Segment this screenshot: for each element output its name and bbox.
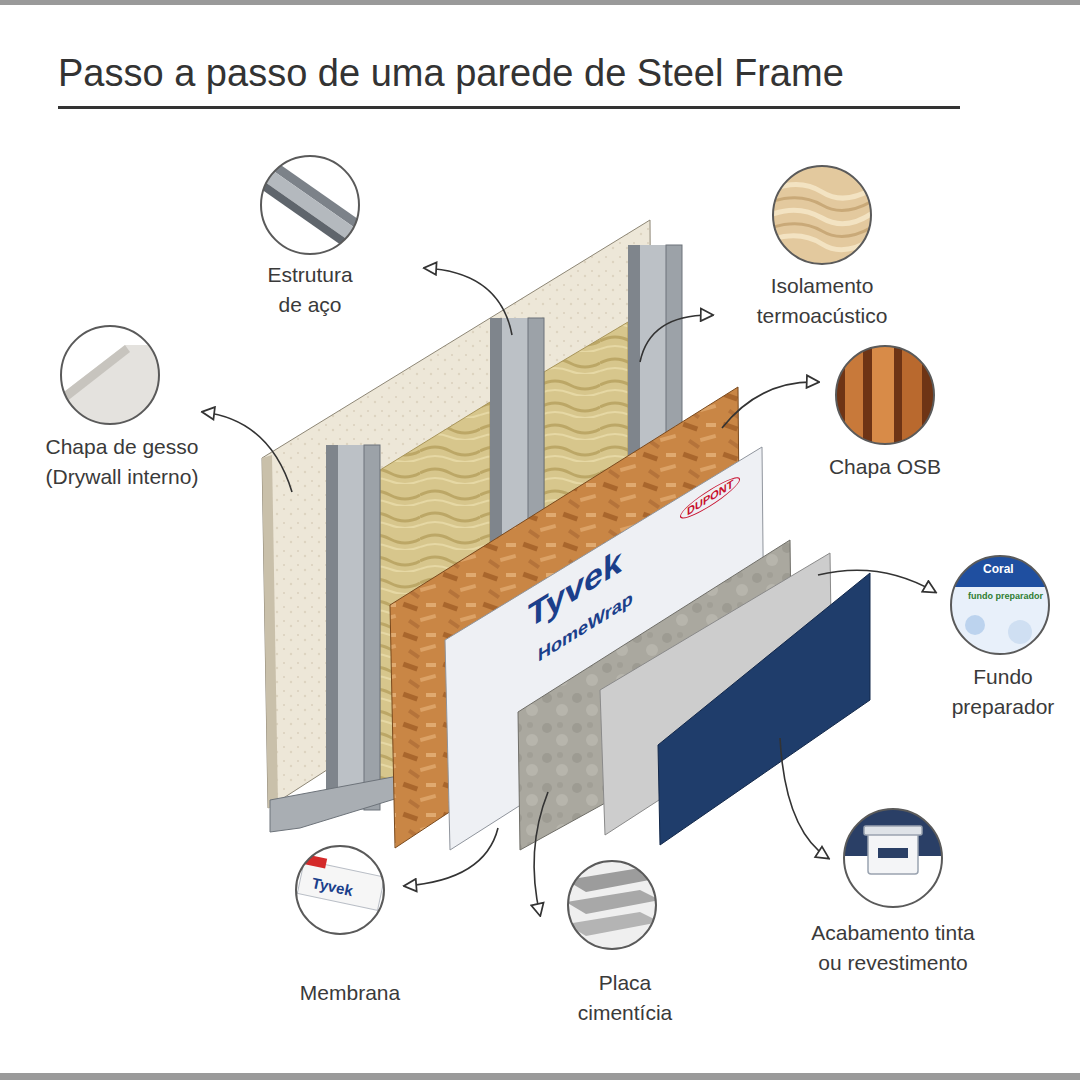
top-bar [0, 0, 1080, 5]
finish-layer [658, 573, 870, 845]
steel-icon [244, 150, 376, 260]
leader-arrow [780, 738, 828, 858]
callout-circle: Acabamento tinta ou revestimento [843, 808, 943, 908]
circle-outline [565, 858, 659, 952]
drywall-edge [60, 345, 130, 402]
printed-brand-text: Tyvek [310, 874, 354, 899]
callout-label: Chapa OSB [810, 452, 960, 482]
circle-outline [58, 323, 162, 427]
callout-label: Estrutura de aço [255, 260, 365, 320]
bottom-track [270, 776, 398, 832]
circle-outline [951, 556, 1049, 654]
printed-brand-text: fundo preparador [968, 591, 1043, 601]
printed-brand-text: Coral [983, 563, 1014, 577]
leader-arrow [203, 412, 292, 492]
insulation-icon [770, 163, 874, 267]
circle-outline [773, 166, 871, 264]
circle-outline [568, 861, 656, 949]
callout-label: Chapa de gesso (Drywall interno) [27, 432, 217, 492]
printed-brand-text: DUPONT [680, 471, 740, 525]
plate [566, 868, 660, 892]
drywall-sheet [60, 345, 165, 430]
diagram-title: Passo a passo de uma parede de Steel Fra… [58, 50, 844, 96]
leader-arrow [818, 570, 935, 592]
leader-arrow [640, 315, 712, 362]
circle-outline [258, 153, 362, 257]
steel-stud [326, 445, 380, 810]
paint-bucket [868, 832, 918, 874]
circle-outline [836, 346, 934, 444]
circle-outline [61, 326, 159, 424]
icon-ground [841, 806, 945, 910]
bucket-band [948, 553, 1052, 587]
icon-ground [948, 553, 1052, 657]
membrane-roll [297, 860, 384, 910]
title-rule [58, 106, 960, 109]
bucket-label [878, 848, 908, 858]
callout-circle: Isolamento termoacústico [772, 165, 872, 265]
paint-icon [841, 806, 945, 910]
leader-arrow [405, 828, 498, 886]
roll [872, 343, 894, 447]
callout-label: Placa cimentícia [565, 968, 685, 1028]
cement-icon [566, 859, 660, 951]
channel-web [249, 159, 372, 251]
callout-label: Fundo preparador [943, 662, 1063, 722]
callout-circle: Estrutura de aço [260, 155, 360, 255]
leader-arrows [203, 268, 935, 915]
wool-fibre [770, 198, 874, 237]
wool-fibre [770, 184, 874, 249]
drywall-icon [58, 323, 165, 430]
callout-circle: Chapa de gesso (Drywall interno) [60, 325, 160, 425]
icon-ground [294, 844, 386, 936]
circle-outline [833, 343, 937, 447]
stud-flange [326, 445, 338, 810]
roll [845, 343, 863, 447]
circle-outline [296, 846, 384, 934]
bottom-bar [0, 1073, 1080, 1080]
stud-flange [364, 445, 380, 810]
osb-icon [833, 343, 937, 447]
callout-circle: Placa cimentícia [567, 860, 657, 950]
icon-ground [833, 343, 937, 447]
bucket-mottle [1008, 620, 1032, 644]
circle-outline [841, 806, 945, 910]
primer-icon [948, 553, 1052, 657]
drywall-edge [262, 455, 278, 808]
circle-outline [770, 163, 874, 267]
circle-outline [844, 809, 942, 907]
bucket-mottle [965, 615, 985, 635]
leader-arrow [425, 268, 512, 335]
membrane-icon [294, 844, 386, 936]
circle-outline [261, 156, 359, 254]
leader-arrow [534, 792, 548, 915]
icon-ground [770, 163, 874, 267]
callout-circle: Chapa OSB [835, 345, 935, 445]
plate [566, 890, 660, 914]
callout-label: Membrana [290, 978, 410, 1008]
callout-label: Acabamento tinta ou revestimento [803, 918, 983, 978]
bucket-lid [864, 826, 922, 835]
leader-arrow [722, 382, 818, 428]
callout-label: Isolamento termoacústico [747, 271, 897, 331]
stud-web [338, 445, 364, 810]
